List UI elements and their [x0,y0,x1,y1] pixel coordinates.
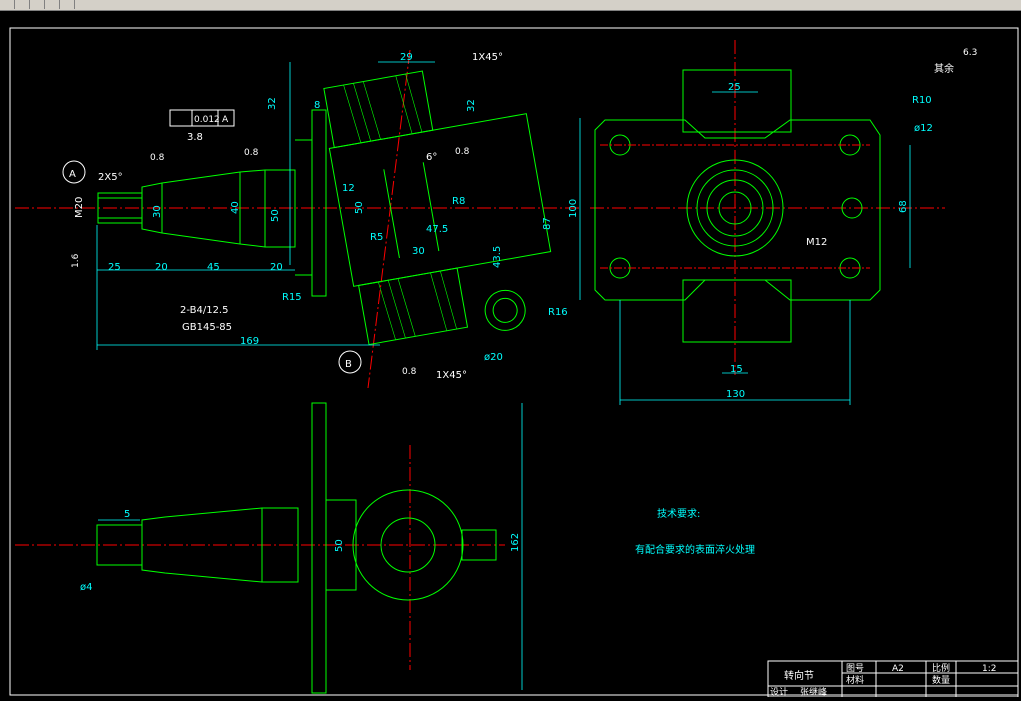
dim-87: 87 [542,217,553,230]
scale-value: 1:2 [982,664,996,674]
roughness-0-8-b: 0.8 [244,148,259,158]
toolbar-button-5[interactable] [60,0,75,9]
toolbar-button-1[interactable] [0,0,15,9]
dim-12: 12 [342,183,355,194]
dim-r8: R8 [452,196,465,207]
thread-m20-label: M20 [74,197,85,218]
toolbar-button-2[interactable] [15,0,30,9]
knuckle-body [323,70,552,346]
front-view [15,49,580,389]
part-name: 转向节 [784,669,814,682]
other-surfaces-label: 其余 [934,62,954,75]
front-flange [311,109,327,297]
dim-68: 68 [898,200,909,213]
dim-15: 15 [730,364,743,375]
center-hole-spec: 2-B4/12.5 [180,305,228,316]
datum-b-marker: B [345,359,352,370]
dim-47-5: 47.5 [426,224,448,235]
dim-r5: R5 [370,232,383,243]
drawing-no: A2 [892,664,904,674]
dim-5: 5 [124,509,130,520]
drawing-canvas[interactable]: 1X45° 1X45° 2X5° 0.012 A A B 3.8 0.8 0.8… [0,11,1021,698]
side-plate [594,119,881,301]
dim-29: 29 [400,52,413,63]
scale-label: 比例 [932,662,950,674]
roughness-1-6: 1.6 [71,253,81,268]
dim-r15: R15 [282,292,302,303]
qty-label: 数量 [932,674,950,686]
side-view [590,40,945,375]
dim-25-b: 25 [728,82,741,93]
dim-30-b: 30 [412,246,425,257]
angle-6-label: 6° [426,152,437,163]
thread-m12-label: M12 [806,237,827,248]
dim-100: 100 [568,199,579,218]
dimension-lines [96,61,911,690]
chamfer-top-label: 1X45° [472,52,503,63]
notes-title: 技术要求: [657,507,700,520]
dim-32-a: 32 [267,97,278,110]
dim-8: 8 [314,100,320,111]
designer-name: 张继峰 [800,686,827,697]
dim-phi20: ø20 [484,352,503,363]
roughness-0-8-a: 0.8 [150,153,165,163]
toolbar-button-3[interactable] [30,0,45,9]
tolerance-value: 0.012 [194,115,220,125]
title-block: 转向节 图号 A2 比例 1:2 材料 数量 设计 张继峰 [767,660,1019,698]
toolbar-button-4[interactable] [45,0,60,9]
dim-169: 169 [240,336,259,347]
dim-r10: R10 [912,95,932,106]
dim-phi4: ø4 [80,582,92,593]
dim-phi12: ø12 [914,123,933,134]
tolerance-datum: A [222,115,229,125]
other-roughness-value: 6.3 [963,48,977,58]
dim-162: 162 [510,533,521,552]
top-view [15,402,505,694]
dim-50-a: 50 [354,201,365,214]
dim-50-c: 50 [334,539,345,552]
roughness-0-8-c: 0.8 [455,147,470,157]
roughness-0-8-d: 0.8 [402,367,417,377]
sheet-border [9,27,1019,696]
dim-45: 45 [207,262,220,273]
dim-40: 40 [230,201,241,214]
dim-32-b: 32 [466,99,477,112]
dim-130: 130 [726,389,745,400]
dim-r16: R16 [548,307,568,318]
design-label: 设计 [770,686,788,697]
chamfer-bottom-label: 1X45° [436,370,467,381]
tilted-centerline [367,49,411,389]
standard-label: GB145-85 [182,322,232,333]
roughness-3-8: 3.8 [187,132,203,143]
dim-20-b: 20 [270,262,283,273]
dim-43-5: 43.5 [492,246,503,268]
material-label: 材料 [846,674,864,686]
toolbar [0,0,1021,11]
notes-body: 有配合要求的表面淬火处理 [635,543,755,556]
dim-20-a: 20 [155,262,168,273]
dim-25-a: 25 [108,262,121,273]
dim-50-b: 50 [270,209,281,222]
datum-a-marker: A [69,169,76,180]
chamfer-left-label: 2X5° [98,172,123,183]
drawing-no-label: 图号 [846,663,864,674]
cad-drawing[interactable]: 1X45° 1X45° 2X5° 0.012 A A B 3.8 0.8 0.8… [0,11,1021,698]
dim-30: 30 [152,205,163,218]
